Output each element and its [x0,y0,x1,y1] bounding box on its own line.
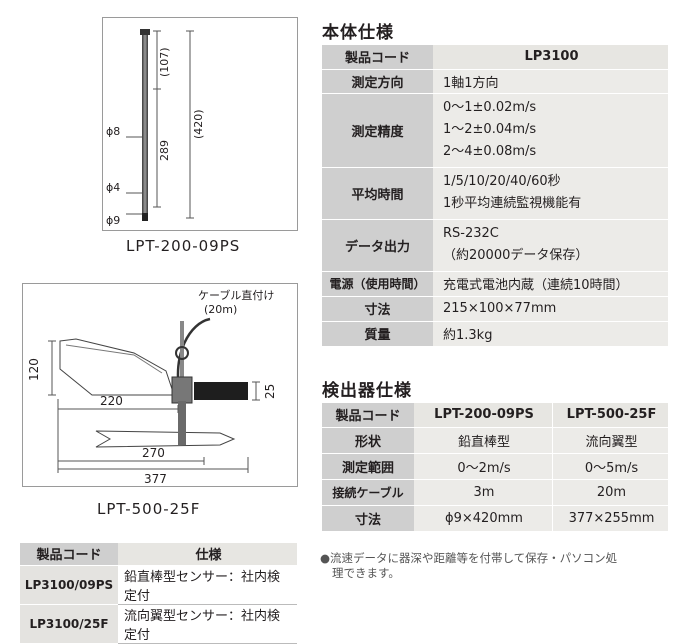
dim-phi4: ϕ4 [106,181,120,194]
product-table-header-spec: 仕様 [118,543,297,566]
value-line: 1〜2±0.04m/s [443,122,537,137]
wing-sensor-figure: ケーブル直付け (20m) 120 25 220 270 377 [22,283,298,487]
dim-220: 220 [100,394,123,408]
product-table-row: LP3100/09PS 鉛直棒型センサー：社内検定付 [20,565,297,605]
sensor-spec-label: 測定範囲 [322,453,414,480]
value-line: 1/5/10/20/40/60秒 [443,174,561,189]
sensor-spec-cell: 377×255mm [552,505,668,532]
dim-120: 120 [27,358,41,381]
sensor-spec-row: 寸法 ϕ9×420mm 377×255mm [322,505,668,532]
body-spec-label: 平均時間 [322,167,433,220]
sensor-spec-row: 接続ケーブル 3m 20m [322,479,668,506]
body-spec-row: 質量 約1.3kg [322,321,668,347]
sensor-spec-cell: 0〜5m/s [552,453,668,480]
value-line: RS-232C [443,226,499,241]
body-spec-title: 本体仕様 [322,23,394,43]
value-line: （約20000データ保存） [443,248,589,263]
rod-sensor-caption: LPT-200-09PS [126,237,241,255]
body-spec-value: 充電式電池内蔵（連続10時間） [433,271,668,297]
sensor-spec-cell: 流向翼型 [552,427,668,454]
sensor-spec-label: 接続ケーブル [322,479,414,506]
sensor-spec-cell: 鉛直棒型 [414,427,553,454]
product-code: LP3100/25F [20,604,118,644]
sensor-spec-row: 形状 鉛直棒型 流向翼型 [322,427,668,454]
rod-sensor-figure: (107) (420) 289 ϕ8 ϕ4 ϕ9 [102,17,298,231]
wing-sensor-drawing: ケーブル直付け (20m) 120 25 220 270 377 [22,283,298,487]
body-spec-label: 測定方向 [322,69,433,94]
sensor-spec-label: 形状 [322,427,414,454]
cable-note: ケーブル直付け [198,288,274,302]
product-code: LP3100/09PS [20,565,118,605]
product-spec: 鉛直棒型センサー：社内検定付 [118,565,297,605]
product-table: 製品コード 仕様 LP3100/09PS 鉛直棒型センサー：社内検定付 LP31… [20,543,297,644]
body-spec-row: 電源（使用時間） 充電式電池内蔵（連続10時間） [322,271,668,297]
body-spec-label: データ出力 [322,219,433,272]
dim-270: 270 [142,446,165,460]
dim-25: 25 [263,384,277,399]
body-spec-row: データ出力 RS-232C （約20000データ保存） [322,219,668,272]
dim-phi9: ϕ9 [106,214,120,227]
body-spec-row: 平均時間 1/5/10/20/40/60秒 1秒平均連続監視機能有 [322,167,668,220]
sensor-spec-cell: 20m [552,479,668,506]
value-line: 0〜1±0.02m/s [443,100,537,115]
body-spec-label: 測定精度 [322,93,433,168]
body-spec-value: LP3100 [433,45,668,70]
body-spec-table: 製品コード LP3100 測定方向 1軸1方向 測定精度 0〜1±0.02m/s… [322,45,668,347]
footnote: ●流速データに器深や距離等を付帯して保存・パソコン処 理できます。 [320,551,675,581]
sensor-spec-cell: 3m [414,479,553,506]
body-spec-value: 215×100×77mm [433,296,668,322]
sensor-spec-title: 検出器仕様 [322,381,412,401]
value-line: 1秒平均連続監視機能有 [443,196,582,211]
body-spec-label: 電源（使用時間） [322,271,433,297]
body-spec-value: 約1.3kg [433,321,668,347]
value-line: 2〜4±0.08m/s [443,144,537,159]
sensor-spec-cell: 0〜2m/s [414,453,553,480]
wing-sensor-caption: LPT-500-25F [97,500,201,518]
body-spec-label: 製品コード [322,45,433,70]
product-table-row: LP3100/25F 流向翼型センサー：社内検定付 [20,604,297,644]
cable-length: (20m) [204,303,237,316]
rod-sensor-drawing: (107) (420) 289 ϕ8 ϕ4 ϕ9 [102,17,298,231]
body-spec-label: 質量 [322,321,433,347]
sensor-spec-cell: ϕ9×420mm [414,505,553,532]
sensor-spec-header: LPT-500-25F [552,403,668,428]
dim-phi8: ϕ8 [106,125,120,138]
dim-289: 289 [158,140,171,161]
body-spec-row: 測定精度 0〜1±0.02m/s 1〜2±0.04m/s 2〜4±0.08m/s [322,93,668,168]
footnote-line: ●流速データに器深や距離等を付帯して保存・パソコン処 [320,551,618,565]
sensor-spec-row: 測定範囲 0〜2m/s 0〜5m/s [322,453,668,480]
body-spec-value: RS-232C （約20000データ保存） [433,219,668,272]
body-spec-row: 寸法 215×100×77mm [322,296,668,322]
dim-377: 377 [144,472,167,486]
body-spec-label: 寸法 [322,296,433,322]
dim-420: (420) [192,109,205,139]
body-spec-row: 製品コード LP3100 [322,45,668,70]
sensor-spec-header-row: 製品コード LPT-200-09PS LPT-500-25F [322,403,668,428]
body-spec-value: 0〜1±0.02m/s 1〜2±0.04m/s 2〜4±0.08m/s [433,93,668,168]
sensor-spec-label: 寸法 [322,505,414,532]
product-spec: 流向翼型センサー：社内検定付 [118,604,297,644]
product-table-header-code: 製品コード [20,543,118,566]
sensor-spec-table: 製品コード LPT-200-09PS LPT-500-25F 形状 鉛直棒型 流… [322,403,668,532]
body-spec-row: 測定方向 1軸1方向 [322,69,668,94]
sensor-spec-header: LPT-200-09PS [414,403,553,428]
footnote-line: 理できます。 [332,566,400,580]
sensor-spec-header: 製品コード [322,403,414,428]
body-spec-value: 1軸1方向 [433,69,668,94]
dim-107: (107) [158,47,171,77]
body-spec-value: 1/5/10/20/40/60秒 1秒平均連続監視機能有 [433,167,668,220]
